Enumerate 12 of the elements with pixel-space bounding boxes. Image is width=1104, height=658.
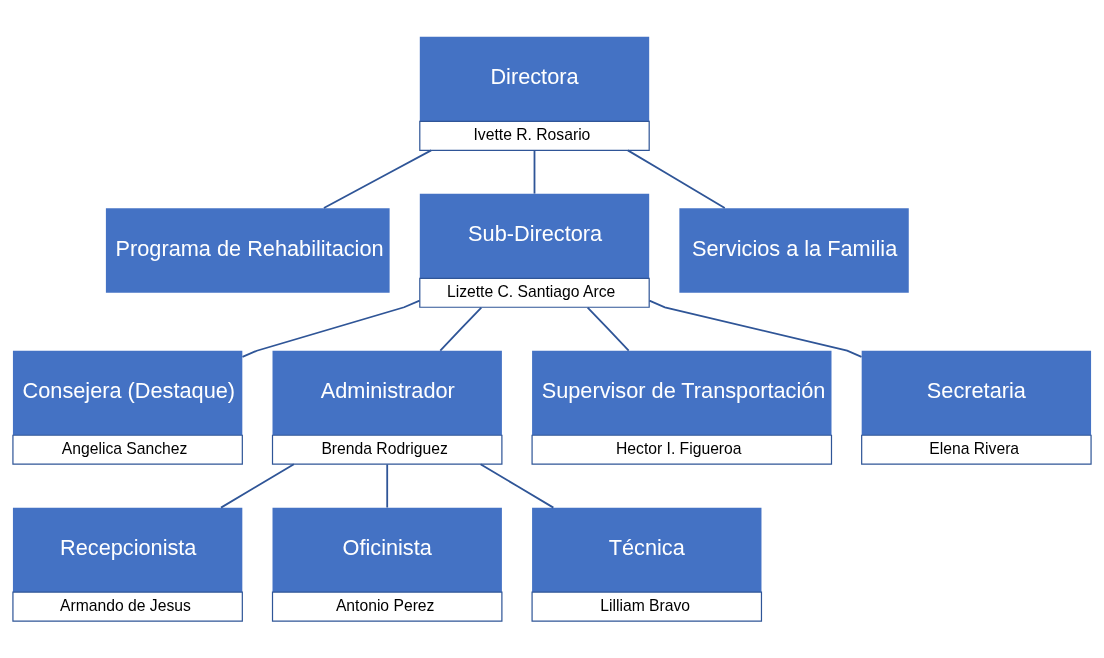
connector [648,299,863,358]
connector [439,306,483,352]
connector [323,149,433,209]
connector [386,463,389,509]
connector [533,149,536,195]
connector [479,463,555,509]
node-box: Programa de Rehabilitacion [105,208,390,293]
node-box: Servicios a la Familia [679,208,909,293]
connector [626,149,726,209]
connector [241,299,421,358]
connector [586,306,630,352]
connector [220,463,295,509]
